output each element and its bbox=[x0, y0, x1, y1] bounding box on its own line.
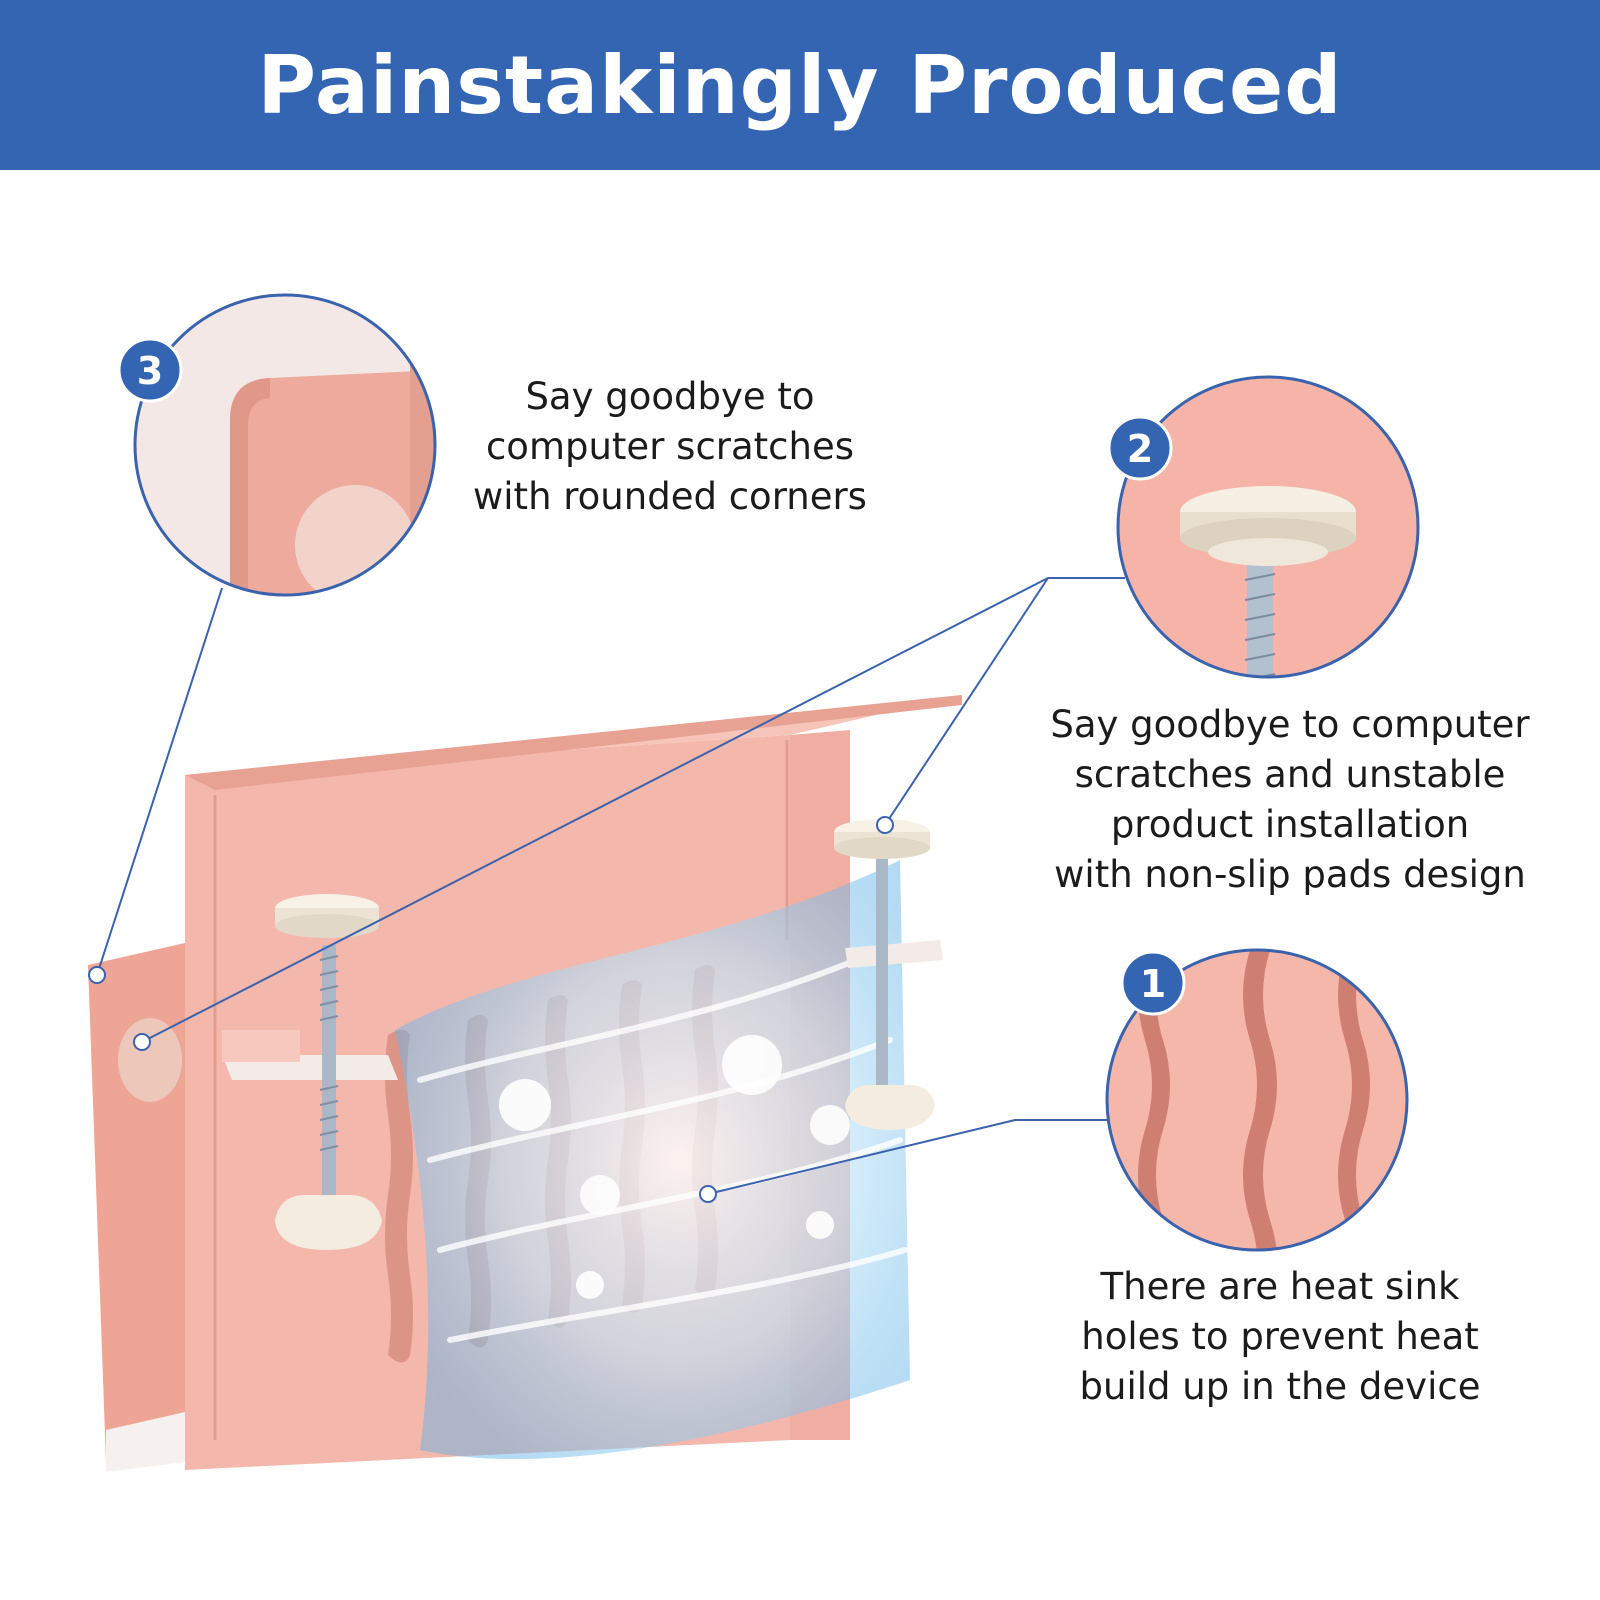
page-title: Painstakingly Produced bbox=[257, 38, 1343, 132]
side-panel bbox=[88, 943, 185, 1472]
svg-text:1: 1 bbox=[1140, 962, 1166, 1006]
feature-3-caption: Say goodbye to computer scratches with r… bbox=[430, 372, 910, 522]
caption-line: There are heat sink bbox=[1100, 1265, 1460, 1308]
caption-line: with non-slip pads design bbox=[1054, 853, 1526, 896]
clamp-screw-right bbox=[834, 819, 935, 1130]
snowflake-icon bbox=[499, 1035, 850, 1299]
caption-line: holes to prevent heat bbox=[1081, 1315, 1479, 1358]
caption-line: Say goodbye to computer bbox=[1050, 703, 1530, 746]
detail-circle-rounded-corner bbox=[133, 293, 437, 597]
non-slip-pad bbox=[118, 1018, 182, 1102]
badge-2: 2 bbox=[1107, 415, 1173, 481]
detail-circle-heat-sink bbox=[1105, 948, 1409, 1252]
caption-line: product installation bbox=[1110, 803, 1470, 846]
clamp-arms bbox=[222, 940, 943, 1080]
badge-3: 3 bbox=[117, 337, 183, 403]
caption-line: Say goodbye to bbox=[525, 375, 815, 418]
badge-1: 1 bbox=[1120, 950, 1186, 1016]
caption-line: build up in the device bbox=[1079, 1365, 1481, 1408]
caption-line: computer scratches bbox=[485, 425, 855, 468]
clamp-screw-left bbox=[275, 894, 382, 1250]
feature-1-caption: There are heat sink holes to prevent hea… bbox=[1030, 1262, 1530, 1412]
callout-anchor-dots bbox=[88, 816, 894, 1203]
svg-text:3: 3 bbox=[137, 349, 163, 393]
caption-line: with rounded corners bbox=[473, 475, 867, 518]
caption-line: scratches and unstable bbox=[1074, 753, 1506, 796]
title-banner: Painstakingly Produced bbox=[0, 0, 1600, 170]
detail-circle-non-slip-pad bbox=[1116, 375, 1420, 679]
feature-2-caption: Say goodbye to computer scratches and un… bbox=[1010, 700, 1570, 900]
svg-text:2: 2 bbox=[1127, 427, 1153, 471]
cooling-airflow bbox=[395, 860, 910, 1460]
callout-lines bbox=[96, 577, 1125, 1195]
